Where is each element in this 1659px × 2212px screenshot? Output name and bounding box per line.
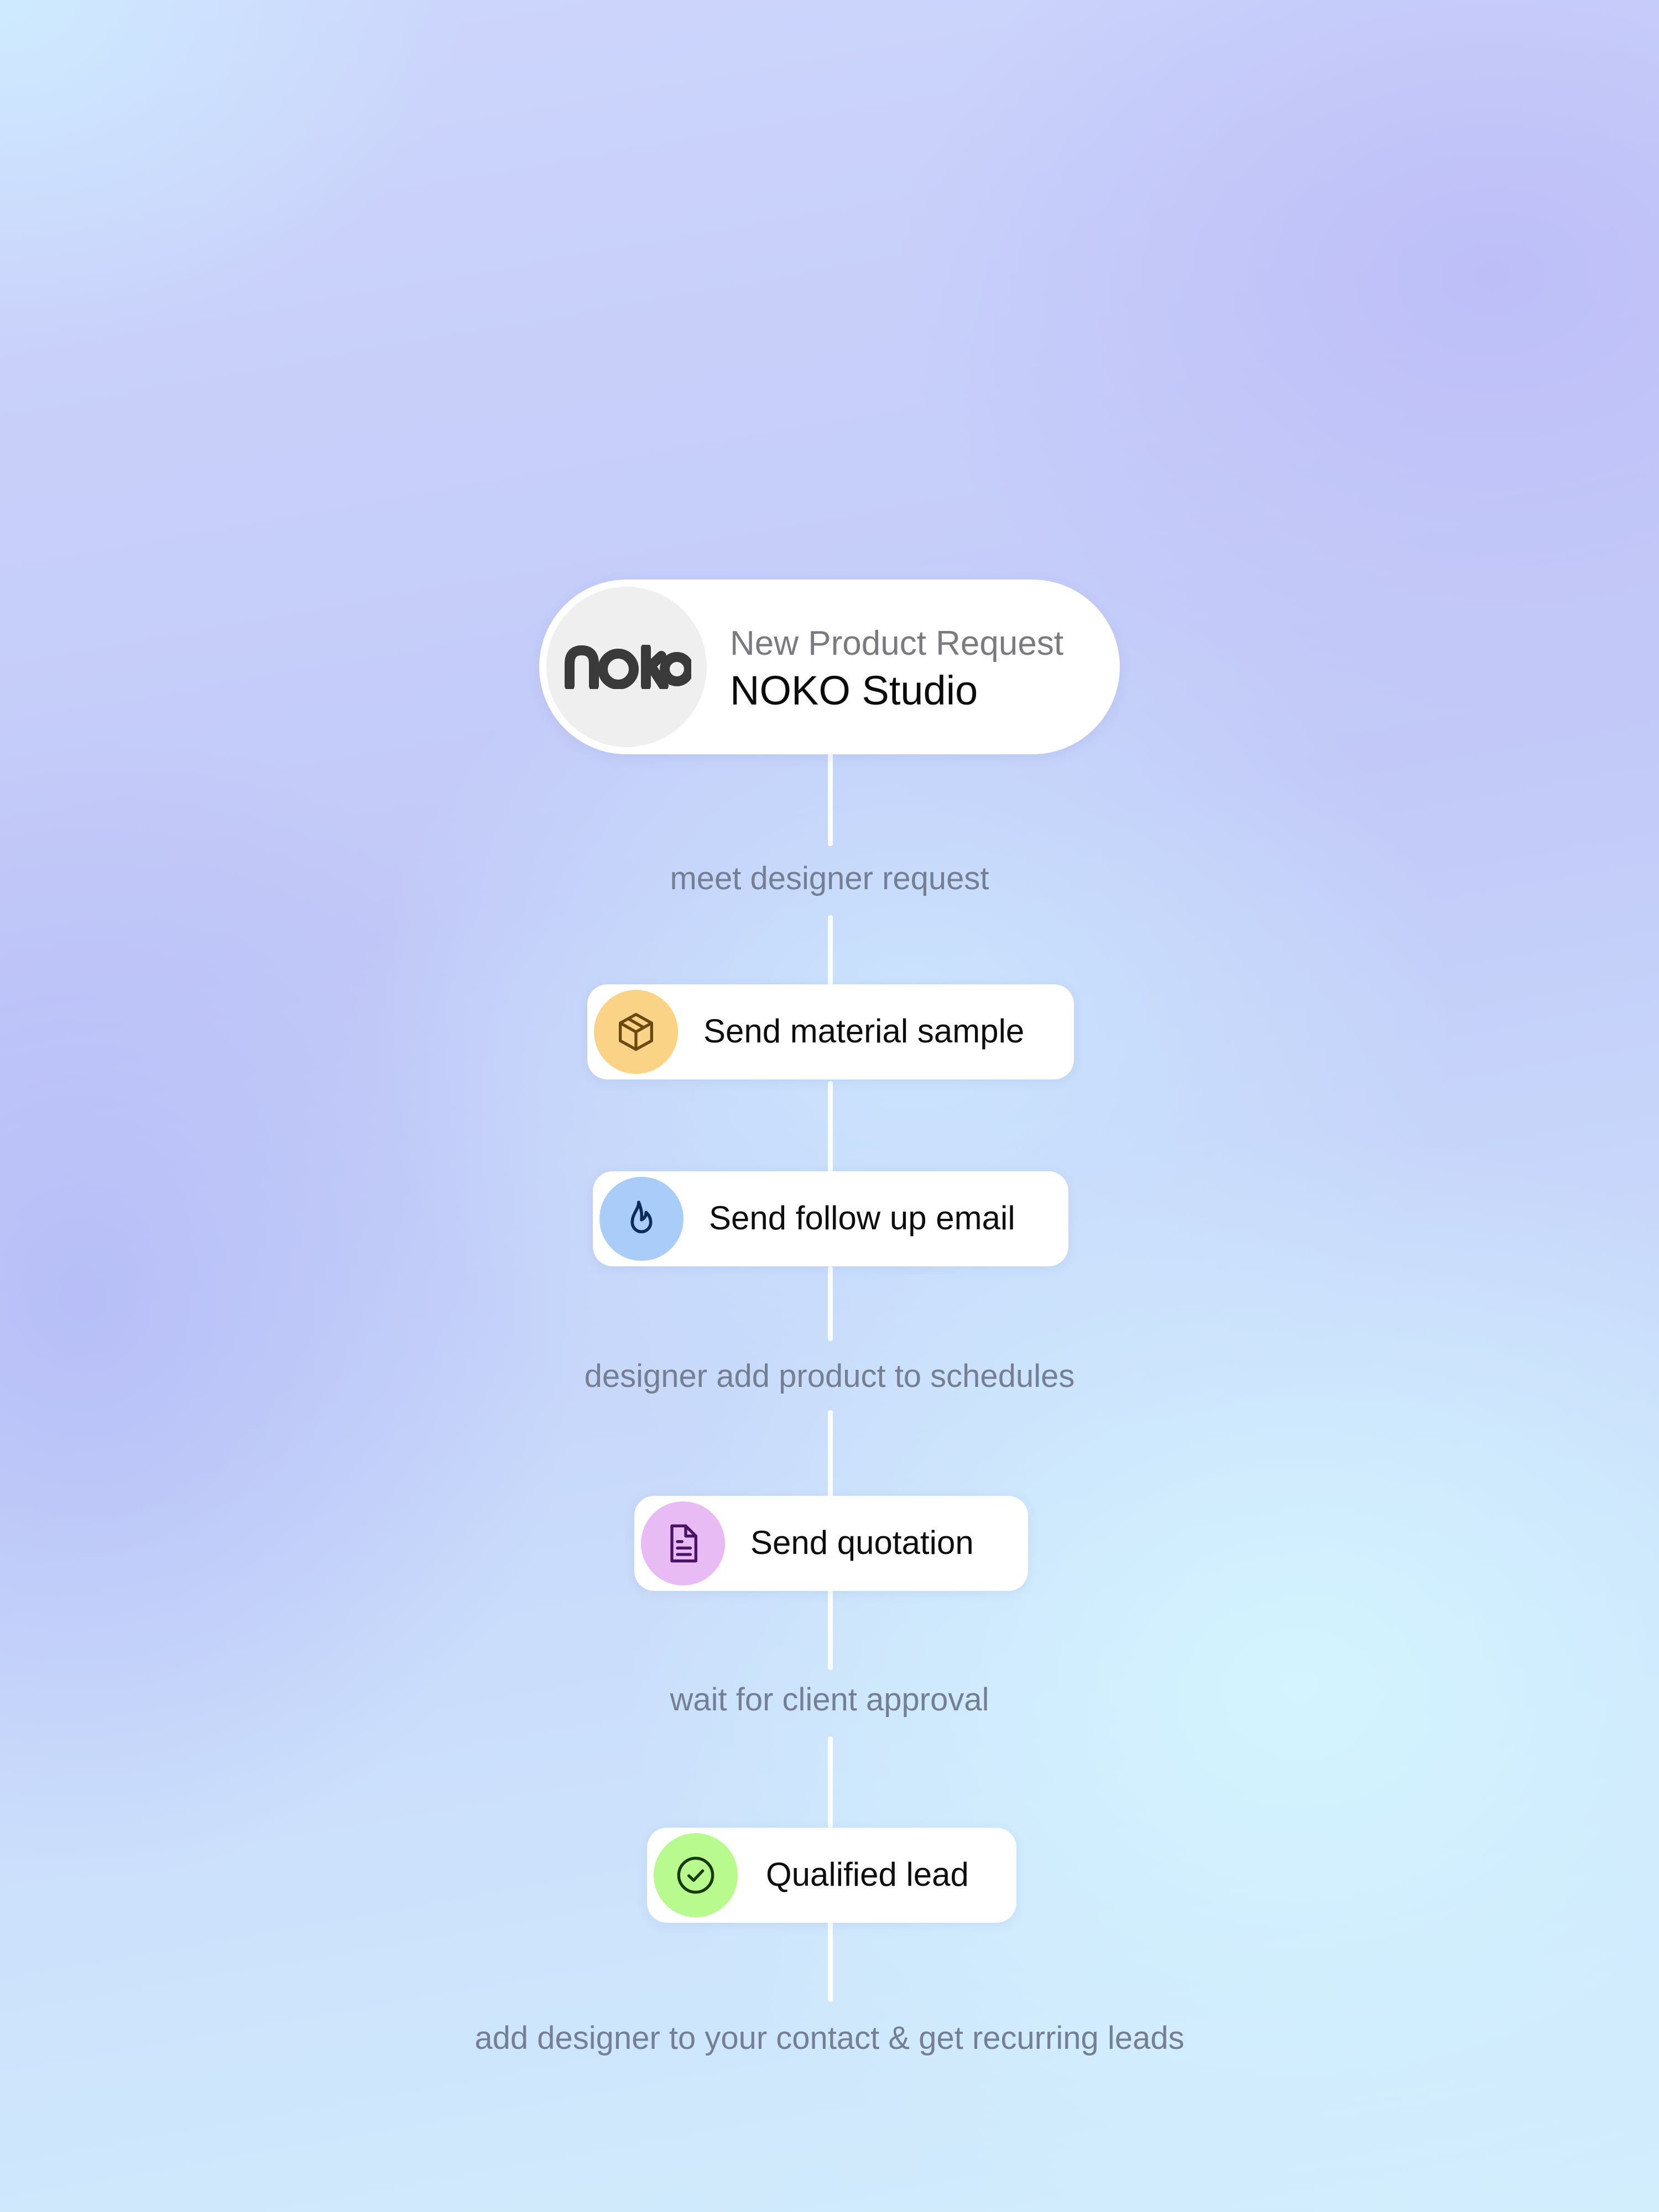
flow-step-label: wait for client approval: [670, 1682, 989, 1718]
noko-logo-icon: [565, 645, 691, 689]
connector-line: [828, 1081, 833, 1172]
connector-line: [828, 1590, 833, 1670]
flame-icon: [599, 1177, 684, 1261]
qualified-lead-card[interactable]: Qualified lead: [647, 1828, 1016, 1923]
connector-line: [828, 1922, 833, 2002]
step-label: Qualified lead: [766, 1856, 969, 1893]
company-name: NOKO Studio: [730, 667, 978, 713]
document-icon: [641, 1501, 725, 1585]
connector-line: [828, 1410, 833, 1499]
send-material-sample-card[interactable]: Send material sample: [587, 984, 1074, 1079]
connector-line: [828, 1736, 833, 1828]
request-type-label: New Product Request: [730, 624, 1064, 662]
step-label: Send quotation: [750, 1524, 974, 1561]
step-label: Send material sample: [703, 1013, 1025, 1050]
flow-step-label: meet designer request: [670, 860, 989, 896]
flow-step-label: designer add product to schedules: [584, 1358, 1075, 1394]
send-quotation-card[interactable]: Send quotation: [634, 1496, 1028, 1591]
send-follow-up-email-card[interactable]: Send follow up email: [593, 1171, 1068, 1266]
step-label: Send follow up email: [709, 1199, 1015, 1237]
noko-logo: [546, 587, 707, 747]
flow-step-label: add designer to your contact & get recur…: [474, 2020, 1185, 2056]
connector-line: [828, 749, 833, 846]
box-icon: [594, 990, 678, 1074]
connector-line: [828, 915, 833, 987]
request-header-card[interactable]: New Product Request NOKO Studio: [539, 580, 1120, 754]
check-circle-icon: [654, 1833, 738, 1917]
connector-line: [828, 1266, 833, 1341]
